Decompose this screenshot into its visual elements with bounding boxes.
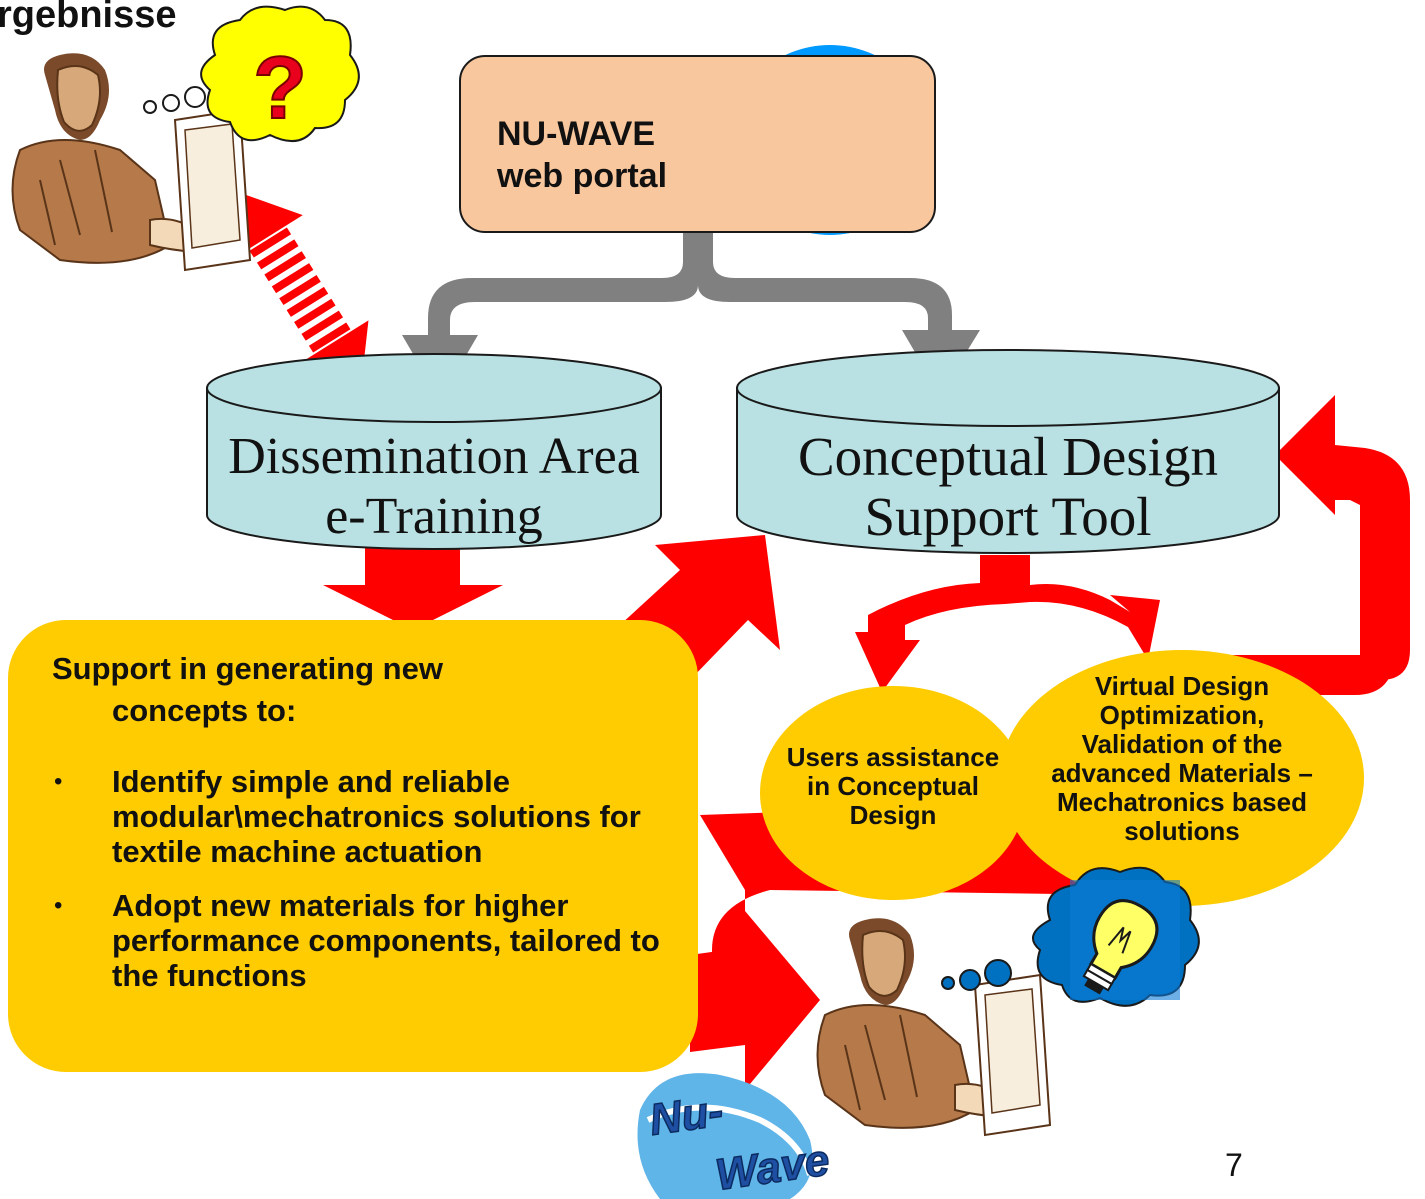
users-assistance-line: Design <box>849 800 937 830</box>
virtual-design-line: advanced Materials – <box>1051 758 1313 788</box>
portal-label: NU-WAVE web portal <box>497 113 667 197</box>
users-assistance-line: Users assistance <box>786 742 1000 772</box>
virtual-design-line: Validation of the <box>1081 729 1283 759</box>
page-number: 7 <box>1225 1147 1243 1183</box>
support-bullet: Adopt new materials for higher performan… <box>52 888 672 993</box>
inspired-user-icon <box>816 918 1052 1137</box>
nu-wave-logo: Nu- Wave <box>637 1073 833 1199</box>
support-heading-line1: Support in generating new <box>52 651 443 686</box>
question-mark: ? <box>253 38 307 137</box>
dissemination-label-line1: Dissemination Area <box>228 428 640 485</box>
portal-label-line1: NU-WAVE <box>497 115 656 153</box>
support-bullet-list: Identify simple and reliable modular\mec… <box>52 764 672 1012</box>
slide-title: rgebnisse <box>0 0 177 36</box>
tool-fork-arrow <box>855 555 1160 692</box>
users-assistance-ellipse <box>760 686 1026 900</box>
users-assistance-label: Users assistance in Conceptual Design <box>760 743 1026 830</box>
portal-fork-arrow <box>402 232 980 400</box>
portal-label-line2: web portal <box>497 157 668 195</box>
users-assistance-line: in Conceptual <box>807 771 979 801</box>
feedback-loop-bottom <box>1185 410 1410 680</box>
virtual-design-ellipse <box>1000 650 1364 906</box>
thinking-user-icon <box>11 53 252 272</box>
lightbulb-icon <box>1082 899 1159 995</box>
support-heading: Support in generating new concepts to: <box>52 648 632 732</box>
virtual-design-line: Virtual Design <box>1094 671 1270 701</box>
conceptual-tool-label: Conceptual Design Support Tool <box>737 427 1279 547</box>
svg-text:Nu-: Nu- <box>647 1086 726 1145</box>
virtual-design-line: Optimization, <box>1099 700 1265 730</box>
dissemination-down-arrow <box>323 545 503 630</box>
virtual-design-line: solutions <box>1124 816 1240 846</box>
support-bullet: Identify simple and reliable modular\mec… <box>52 764 672 869</box>
virtual-design-line: Mechatronics based <box>1057 787 1307 817</box>
conceptual-tool-label-line1: Conceptual Design <box>797 426 1219 487</box>
nu-wave-portal-box <box>459 55 936 233</box>
dissemination-label: Dissemination Area e-Training <box>207 427 661 547</box>
virtual-design-label: Virtual Design Optimization, Validation … <box>1012 672 1352 846</box>
question-thought-bubble-icon: ? <box>200 5 360 143</box>
support-heading-line2: concepts to: <box>112 693 297 728</box>
conceptual-tool-cylinder <box>736 349 1280 554</box>
dissemination-label-line2: e-Training <box>325 488 543 545</box>
conceptual-tool-label-line2: Support Tool <box>864 486 1152 547</box>
dissemination-cylinder <box>206 353 662 550</box>
support-to-user-arrow <box>690 905 820 1090</box>
lightbulb-thought-bubble-icon <box>1031 866 1200 1007</box>
